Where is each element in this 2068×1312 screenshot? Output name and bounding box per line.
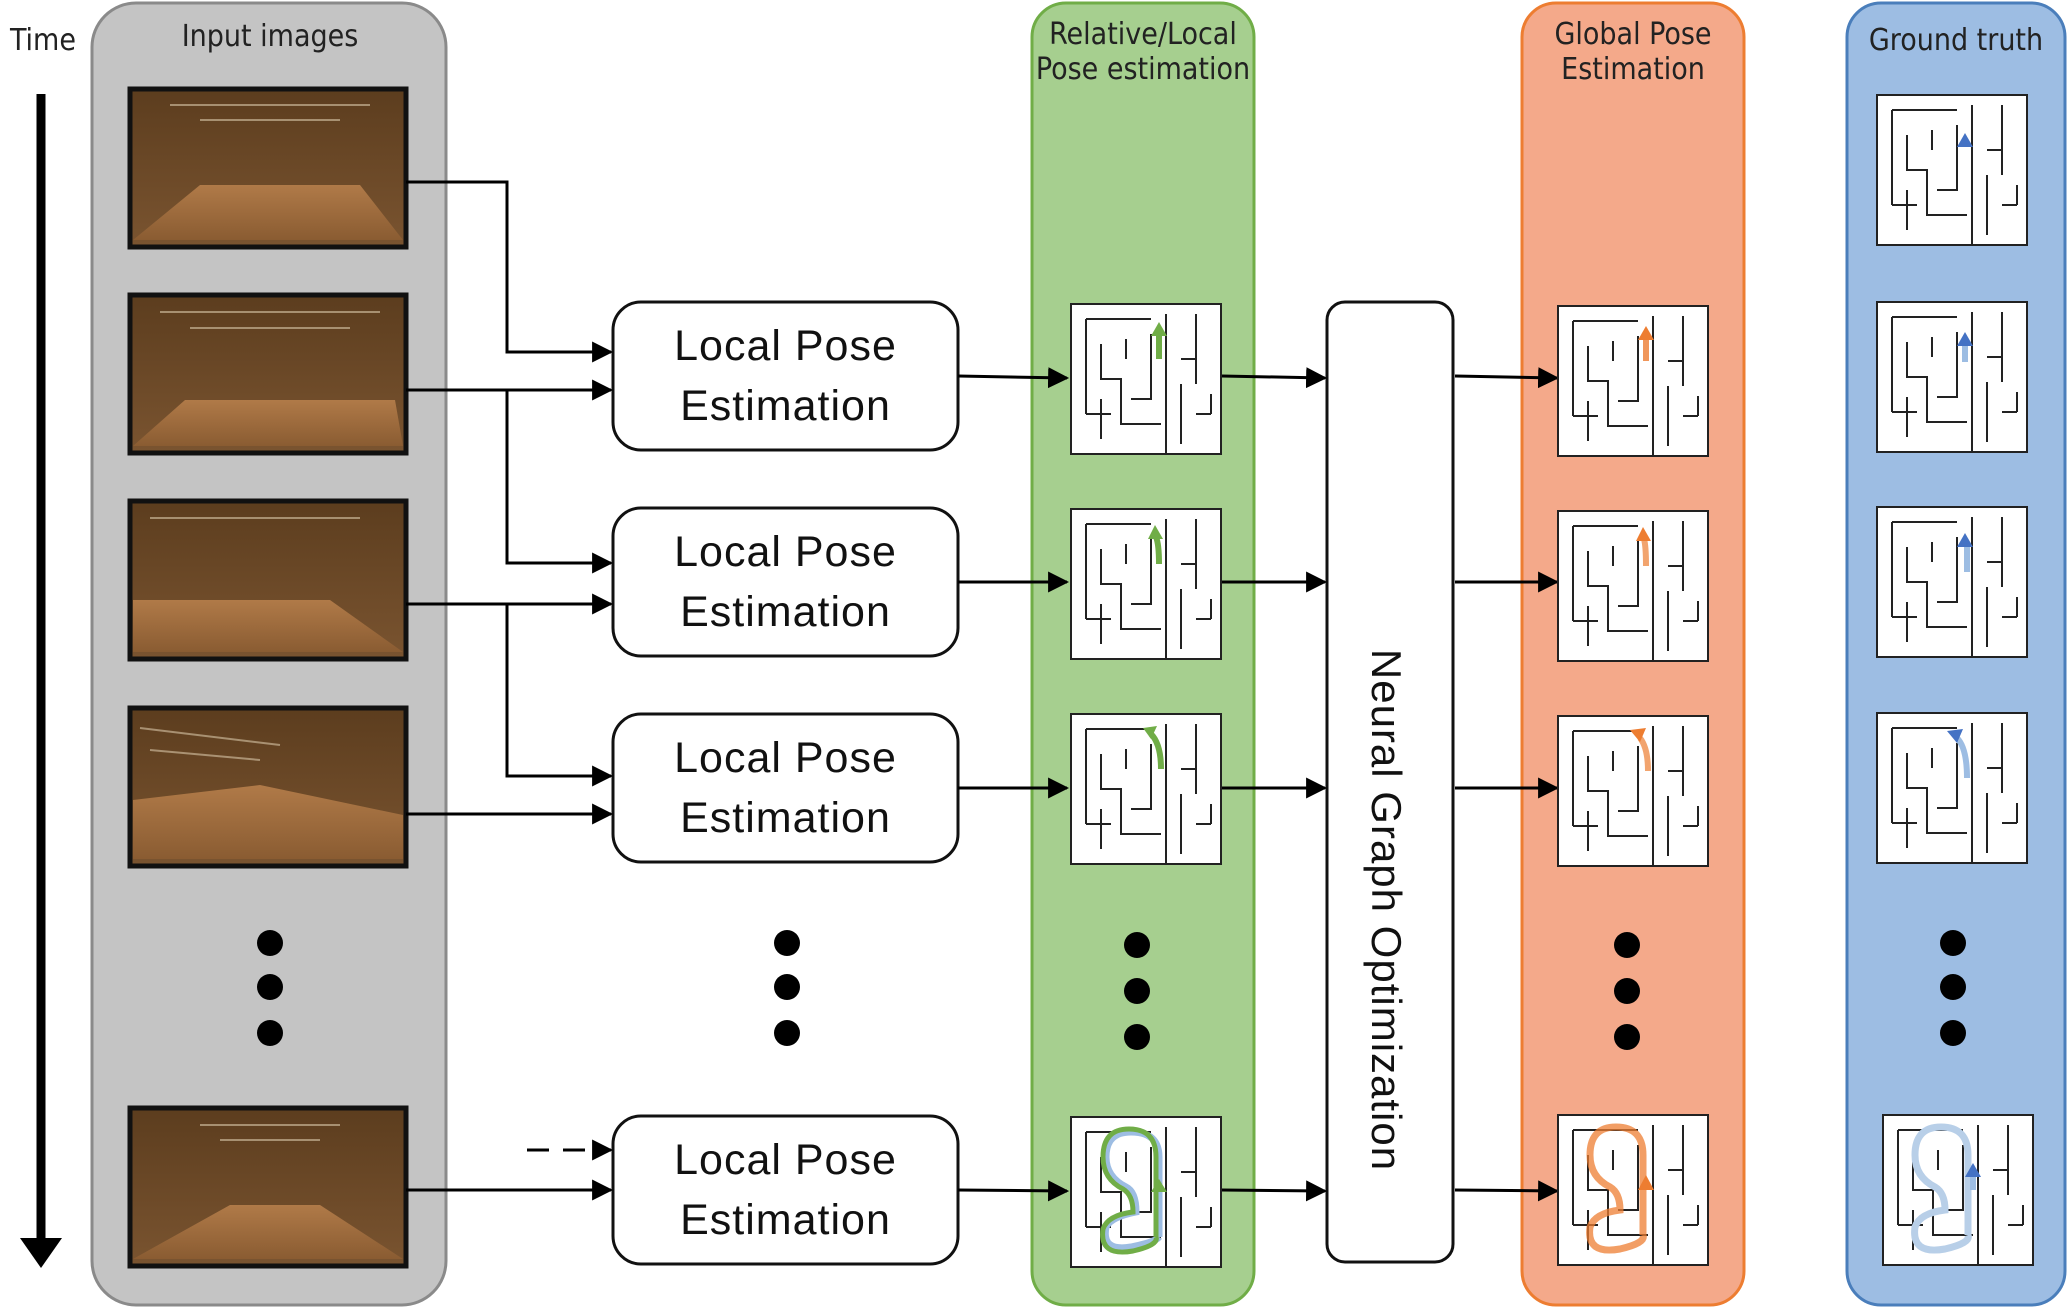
input-image-5 bbox=[127, 1105, 409, 1269]
relative-to-ngo-arrows bbox=[1221, 367, 1328, 1202]
local-pose-label-2: Local Pose Estimation bbox=[613, 522, 958, 642]
local-pose-label-2-line2: Estimation bbox=[680, 588, 891, 636]
global-pose-title-line2: Estimation bbox=[1561, 51, 1705, 87]
input-image-2 bbox=[127, 292, 409, 456]
ngo-to-global-arrows bbox=[1454, 367, 1560, 1202]
global-map-3 bbox=[1557, 715, 1709, 867]
input-image-3 bbox=[127, 498, 409, 662]
relative-map-2 bbox=[1070, 508, 1222, 660]
ground-truth-map-5 bbox=[1882, 1114, 2034, 1266]
relative-pose-title-line2: Pose estimation bbox=[1035, 51, 1251, 87]
relative-pose-title: Relative/Local Pose estimation bbox=[1032, 17, 1254, 87]
relative-map-1 bbox=[1070, 303, 1222, 455]
local-pose-label-3-line2: Estimation bbox=[680, 794, 891, 842]
time-arrow-head bbox=[20, 1238, 62, 1268]
local-pose-label-4: Local Pose Estimation bbox=[613, 1130, 958, 1250]
local-pose-label-2-line1: Local Pose bbox=[674, 528, 897, 576]
global-pose-title: Global Pose Estimation bbox=[1522, 17, 1744, 87]
local-to-relative-arrows bbox=[957, 367, 1070, 1202]
local-pose-label-1-line1: Local Pose bbox=[674, 322, 897, 370]
ellipsis-dots bbox=[257, 930, 1966, 1050]
local-pose-label-1-line2: Estimation bbox=[680, 382, 891, 430]
global-pose-title-line1: Global Pose bbox=[1554, 17, 1712, 52]
global-map-1 bbox=[1557, 305, 1709, 457]
local-pose-label-4-line1: Local Pose bbox=[674, 1136, 897, 1184]
ground-truth-map-4 bbox=[1876, 712, 2028, 864]
ground-truth-title: Ground truth bbox=[1868, 23, 2044, 58]
input-images-title: Input images bbox=[181, 19, 359, 54]
relative-pose-title-line1: Relative/Local bbox=[1049, 17, 1237, 52]
ground-truth-map-3 bbox=[1876, 506, 2028, 658]
neural-graph-label: Neural Graph Optimization bbox=[1363, 648, 1410, 1172]
input-image-1 bbox=[127, 86, 409, 250]
input-image-4 bbox=[127, 705, 409, 869]
image-to-local-arrows bbox=[406, 180, 614, 1201]
ground-truth-map-2 bbox=[1876, 301, 2028, 453]
local-pose-label-3: Local Pose Estimation bbox=[613, 728, 958, 848]
ground-truth-map-1 bbox=[1876, 94, 2028, 246]
local-pose-label-4-line2: Estimation bbox=[680, 1196, 891, 1244]
relative-map-3 bbox=[1070, 713, 1222, 865]
time-label: Time bbox=[10, 23, 76, 58]
local-pose-label-3-line1: Local Pose bbox=[674, 734, 897, 782]
local-pose-label-1: Local Pose Estimation bbox=[613, 316, 958, 436]
global-map-4 bbox=[1557, 1114, 1709, 1266]
global-map-2 bbox=[1557, 510, 1709, 662]
relative-map-4 bbox=[1070, 1116, 1222, 1268]
